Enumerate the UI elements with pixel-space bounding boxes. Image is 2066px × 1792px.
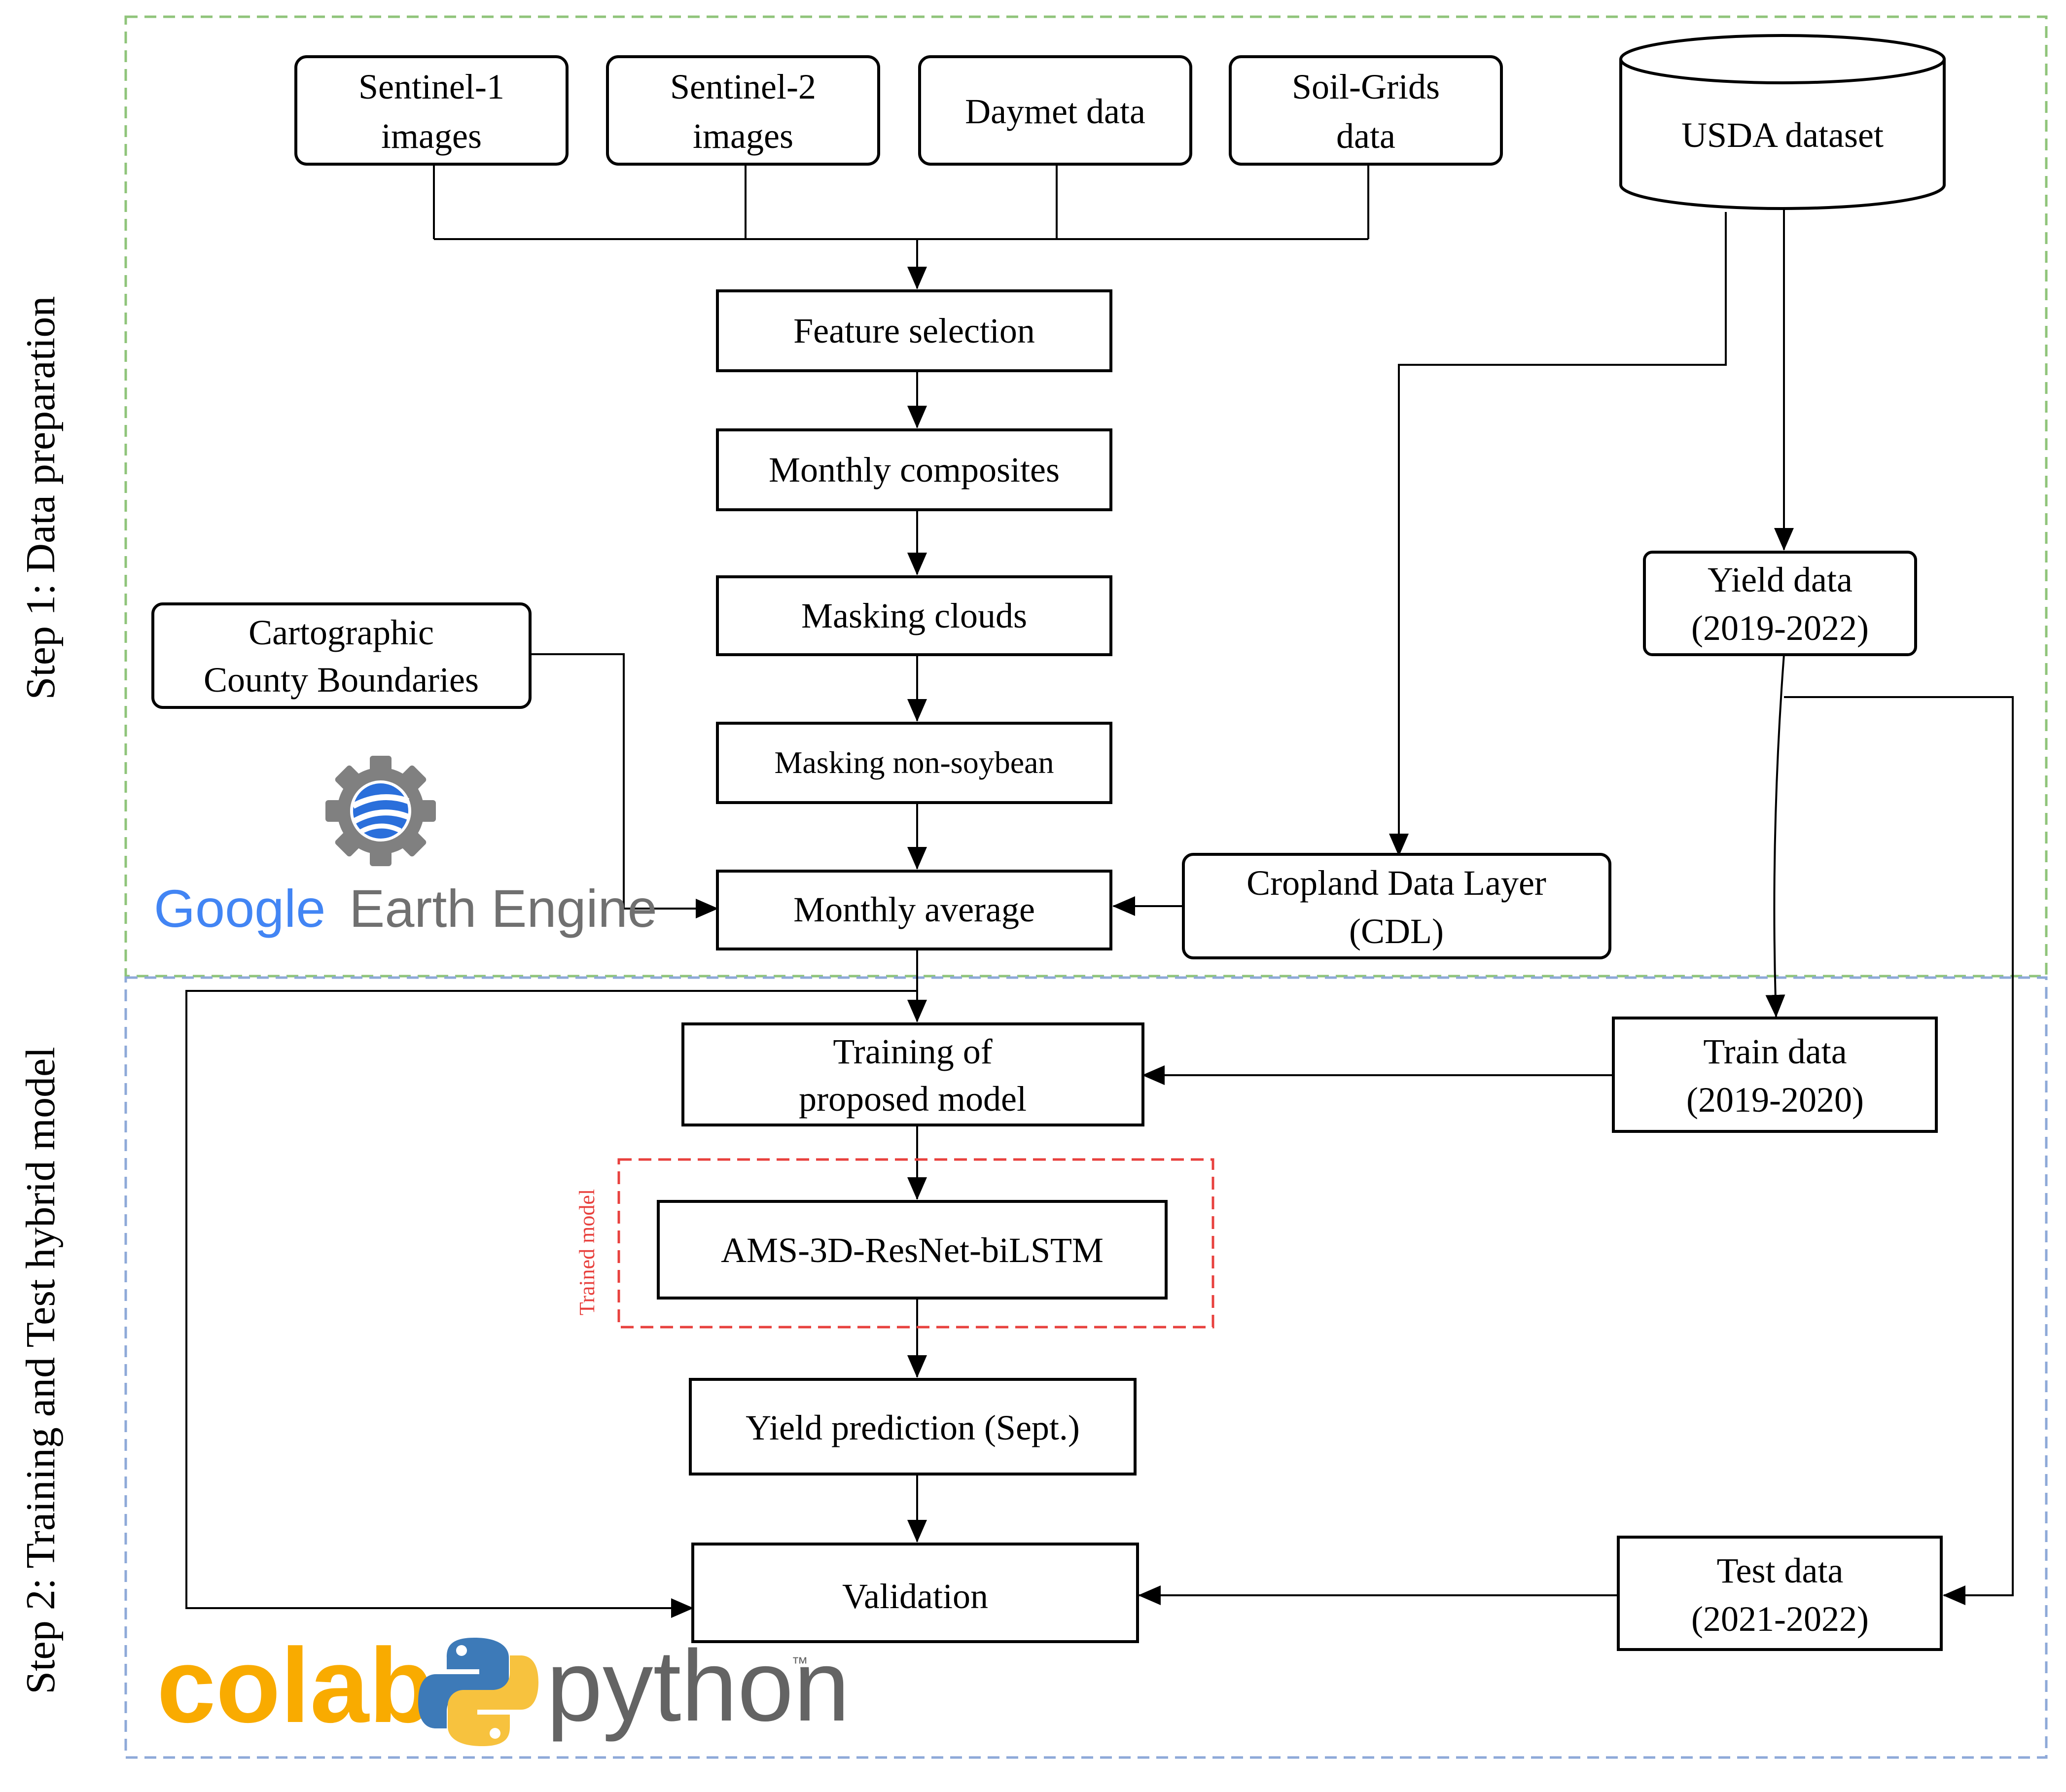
sentinel2-label-line1: Sentinel-2	[670, 67, 816, 106]
test-data-label-line1: Test data	[1717, 1551, 1844, 1590]
sentinel2-node: Sentinel-2 images	[606, 55, 880, 166]
yield-data-label-line1: Yield data	[1708, 560, 1852, 599]
usda-label: USDA dataset	[1681, 115, 1884, 155]
validation-label: Validation	[842, 1577, 988, 1616]
ams-model-node: AMS-3D-ResNet-biLSTM	[657, 1200, 1168, 1300]
train-data-label-line1: Train data	[1703, 1032, 1847, 1071]
county-boundaries-node: Cartographic County Boundaries	[151, 602, 532, 709]
yield-prediction-label: Yield prediction (Sept.)	[746, 1408, 1080, 1447]
training-label-line1: Training of	[833, 1032, 992, 1071]
test-data-label-line2: (2021-2022)	[1691, 1599, 1869, 1639]
python-logo-text: python	[546, 1629, 850, 1742]
training-node: Training of proposed model	[681, 1022, 1144, 1126]
step2-label: Step 2: Training and Test hybrid model	[18, 1047, 64, 1694]
gee-google-word: Google	[154, 878, 325, 938]
masking-nonsoybean-node: Masking non-soybean	[716, 722, 1112, 804]
train-data-label-line2: (2019-2020)	[1686, 1080, 1864, 1120]
soilgrids-label-line2: data	[1336, 116, 1395, 156]
cdl-label-line1: Cropland Data Layer	[1247, 863, 1546, 903]
sentinel1-label-line1: Sentinel-1	[358, 67, 504, 106]
sentinel1-label-line2: images	[381, 116, 482, 156]
monthly-average-node: Monthly average	[716, 870, 1112, 950]
yield-prediction-node: Yield prediction (Sept.)	[689, 1378, 1137, 1476]
connectors	[185, 164, 2014, 1618]
colab-python-logos: colab python ™	[157, 1626, 850, 1746]
yield-data-node: Yield data (2019-2022)	[1643, 551, 1917, 656]
monthly-average-label: Monthly average	[793, 890, 1035, 929]
cdl-node: Cropland Data Layer (CDL)	[1182, 853, 1611, 959]
python-trademark: ™	[791, 1654, 808, 1673]
ams-model-label: AMS-3D-ResNet-biLSTM	[721, 1230, 1104, 1270]
soilgrids-node: Soil-Grids data	[1229, 55, 1503, 166]
daymet-label: Daymet data	[965, 92, 1145, 131]
sentinel1-node: Sentinel-1 images	[294, 55, 569, 166]
yield-data-label-line2: (2019-2022)	[1691, 608, 1869, 648]
training-label-line2: proposed model	[799, 1079, 1027, 1119]
train-data-node: Train data (2019-2020)	[1612, 1017, 1938, 1133]
earth-engine-gear-globe-icon	[325, 756, 436, 866]
cdl-label-line2: (CDL)	[1349, 912, 1444, 951]
validation-node: Validation	[691, 1543, 1139, 1643]
feature-selection-node: Feature selection	[716, 289, 1112, 372]
county-boundaries-label-line1: Cartographic	[249, 613, 434, 652]
colab-logo-text: colab	[157, 1626, 434, 1745]
test-data-node: Test data (2021-2022)	[1617, 1536, 1943, 1651]
masking-clouds-label: Masking clouds	[801, 596, 1027, 635]
step2-section-box	[124, 976, 2048, 1759]
monthly-composites-label: Monthly composites	[769, 450, 1060, 490]
python-snakes-icon	[418, 1638, 538, 1746]
masking-nonsoybean-label: Masking non-soybean	[774, 745, 1054, 780]
step1-section-box	[124, 15, 2048, 978]
trained-model-label: Trained model	[575, 1189, 599, 1315]
sentinel2-label-line2: images	[693, 116, 793, 156]
feature-selection-label: Feature selection	[793, 311, 1035, 351]
masking-clouds-node: Masking clouds	[716, 575, 1112, 656]
usda-database-node: USDA dataset	[1619, 34, 1946, 210]
trained-model-region	[617, 1158, 1214, 1329]
step1-label: Step 1: Data preparation	[18, 296, 64, 700]
gee-earth-engine-words: Earth Engine	[349, 878, 657, 938]
county-boundaries-label-line2: County Boundaries	[204, 660, 479, 700]
soilgrids-label-line1: Soil-Grids	[1292, 67, 1440, 106]
monthly-composites-node: Monthly composites	[716, 428, 1112, 511]
google-earth-engine-logo: Google Earth Engine	[154, 756, 657, 938]
daymet-node: Daymet data	[918, 55, 1192, 166]
gee-logo-text: Google Earth Engine	[154, 878, 657, 938]
